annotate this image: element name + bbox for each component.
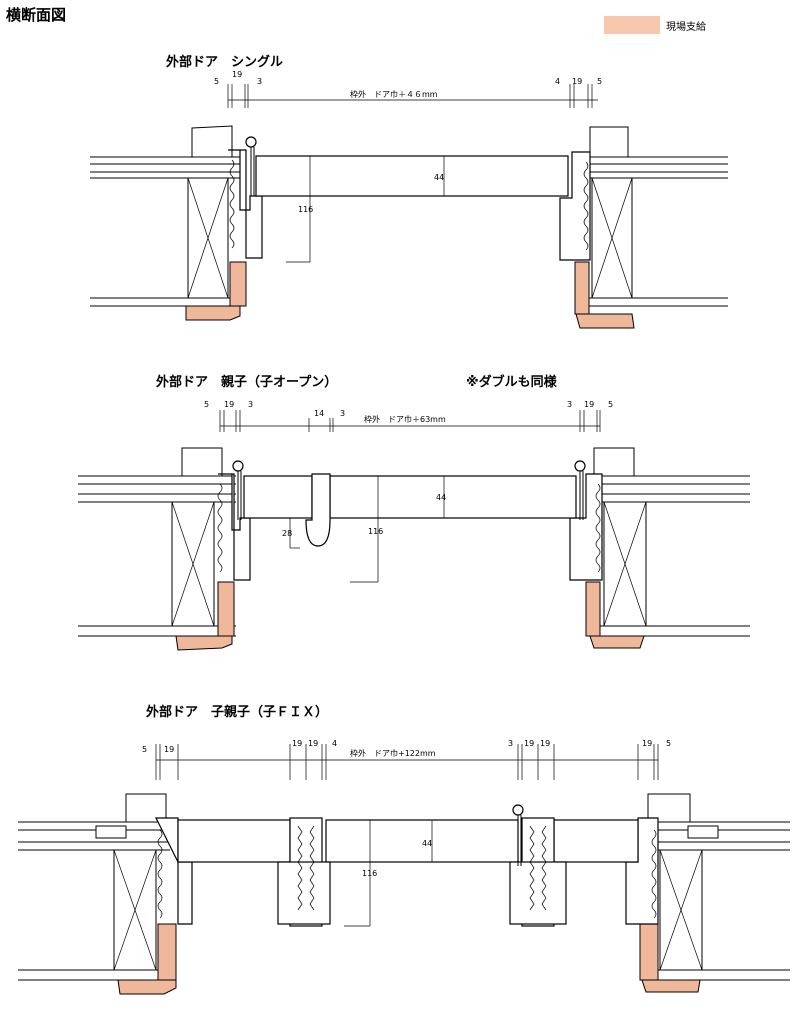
dim-label: 5 bbox=[142, 745, 147, 754]
dim-label: 19 bbox=[232, 70, 242, 79]
dim-label: 5 bbox=[666, 739, 671, 748]
section-title: 外部ドア 親子（子オープン） bbox=[155, 374, 337, 390]
dim-label: 19 bbox=[572, 77, 582, 86]
section-title: 外部ドア 子親子（子ＦＩＸ） bbox=[145, 704, 328, 720]
dim-label: 3 bbox=[248, 400, 253, 409]
door-thickness-label: 44 bbox=[436, 493, 446, 502]
dim-label: 5 bbox=[204, 400, 209, 409]
legend: 現場支給 bbox=[604, 16, 706, 34]
dim-label: 4 bbox=[332, 739, 337, 748]
page-title: 横断面図 bbox=[6, 6, 67, 24]
dim-label: 19 bbox=[308, 739, 318, 748]
door-handle-icon bbox=[232, 460, 244, 472]
dim-label: 5 bbox=[608, 400, 613, 409]
depth-label: 116 bbox=[362, 869, 377, 878]
span-label: 枠外 ドア巾+122mm bbox=[350, 748, 436, 758]
section-single: 外部ドア シングル 5 19 3 4 19 5 枠外 ドア巾＋４６mm bbox=[90, 54, 728, 329]
door-handle-icon bbox=[512, 804, 524, 816]
door-handle-icon bbox=[245, 136, 257, 148]
dim-label: 3 bbox=[508, 739, 513, 748]
section-note: ※ダブルも同様 bbox=[466, 374, 558, 390]
dim-label: 3 bbox=[567, 400, 572, 409]
dim-label: 5 bbox=[597, 77, 602, 86]
dim-label: 3 bbox=[257, 77, 262, 86]
door-thickness-label: 44 bbox=[434, 173, 444, 182]
dim-label: 3 bbox=[340, 409, 345, 418]
dim-label: 19 bbox=[292, 739, 302, 748]
depth-label: 116 bbox=[368, 527, 383, 536]
door-handle-icon bbox=[574, 460, 586, 472]
astragal-label: 28 bbox=[282, 529, 292, 538]
section-parent-child-open: 外部ドア 親子（子オープン） ※ダブルも同様 5 19 3 14 3 3 19 … bbox=[78, 374, 750, 651]
dim-label: 19 bbox=[584, 400, 594, 409]
legend-swatch bbox=[604, 16, 660, 34]
dim-label: 19 bbox=[540, 739, 550, 748]
dim-label: 14 bbox=[314, 409, 324, 418]
dim-label: 19 bbox=[524, 739, 534, 748]
section-child-parent-child-fix: 外部ドア 子親子（子ＦＩＸ） 5 19 19 19 4 3 19 19 19 5… bbox=[18, 704, 790, 995]
depth-label: 116 bbox=[298, 205, 313, 214]
section-title: 外部ドア シングル bbox=[165, 54, 283, 70]
dim-label: 19 bbox=[224, 400, 234, 409]
dim-label: 5 bbox=[214, 77, 219, 86]
span-label: 枠外 ドア巾＋４６mm bbox=[350, 89, 438, 99]
door-thickness-label: 44 bbox=[422, 839, 432, 848]
dim-label: 19 bbox=[164, 745, 174, 754]
dim-label: 19 bbox=[642, 739, 652, 748]
span-label: 枠外 ドア巾＋63mm bbox=[364, 414, 446, 424]
dim-label: 4 bbox=[555, 77, 560, 86]
legend-label: 現場支給 bbox=[666, 21, 706, 33]
